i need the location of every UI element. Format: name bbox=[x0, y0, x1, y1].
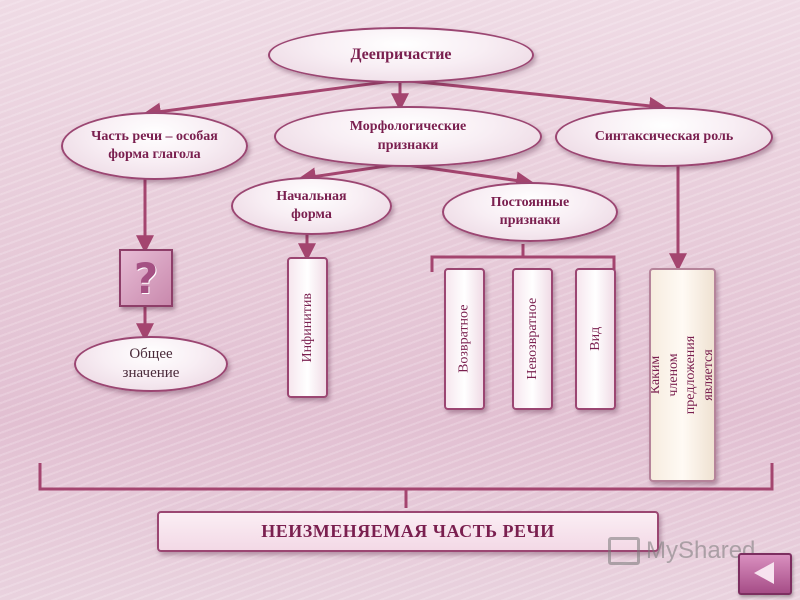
member-label: Каким членом предложения является bbox=[649, 335, 716, 415]
nonreflexive-label: Невозвратное bbox=[524, 298, 540, 380]
question-mark-icon: ? bbox=[133, 253, 159, 303]
part-of-speech-node[interactable]: Часть речи – особая форма глагола bbox=[61, 112, 248, 180]
part-of-speech-label: Часть речи – особая форма глагола bbox=[91, 128, 218, 162]
bottom-banner-label: НЕИЗМЕНЯЕМАЯ ЧАСТЬ РЕЧИ bbox=[261, 521, 555, 541]
syntax-node[interactable]: Синтаксическая роль bbox=[555, 107, 773, 167]
question-box[interactable]: ? bbox=[119, 249, 173, 307]
bottom-banner[interactable]: НЕИЗМЕНЯЕМАЯ ЧАСТЬ РЕЧИ bbox=[157, 511, 659, 552]
reflexive-box[interactable]: Возвратное bbox=[444, 268, 485, 410]
infinitive-label: Инфинитив bbox=[299, 292, 315, 363]
general-meaning-node[interactable]: Общее значение bbox=[74, 336, 228, 392]
watermark: MyShared bbox=[608, 537, 755, 565]
constant-features-node[interactable]: Постоянные признаки bbox=[442, 182, 618, 242]
general-meaning-label: Общее значение bbox=[122, 345, 180, 382]
back-nav-button[interactable] bbox=[738, 553, 792, 595]
aspect-label: Вид bbox=[587, 327, 603, 351]
constant-features-label: Постоянные признаки bbox=[490, 194, 570, 228]
presentation-icon bbox=[608, 537, 640, 565]
member-box[interactable]: Каким членом предложения является bbox=[649, 268, 716, 482]
morphology-node[interactable]: Морфологические признаки bbox=[274, 106, 542, 167]
initial-form-node[interactable]: Начальная форма bbox=[231, 177, 392, 235]
aspect-box[interactable]: Вид bbox=[575, 268, 616, 410]
nonreflexive-box[interactable]: Невозвратное bbox=[512, 268, 553, 410]
morphology-label: Морфологические признаки bbox=[349, 119, 467, 153]
initial-form-label: Начальная форма bbox=[276, 188, 347, 222]
watermark-label: MyShared bbox=[646, 537, 756, 564]
root-label: Деепричастие bbox=[350, 45, 452, 63]
reflexive-label: Возвратное bbox=[456, 304, 472, 374]
root-node[interactable]: Деепричастие bbox=[268, 27, 534, 83]
infinitive-box[interactable]: Инфинитив bbox=[287, 257, 328, 398]
syntax-label: Синтаксическая роль bbox=[594, 128, 734, 144]
